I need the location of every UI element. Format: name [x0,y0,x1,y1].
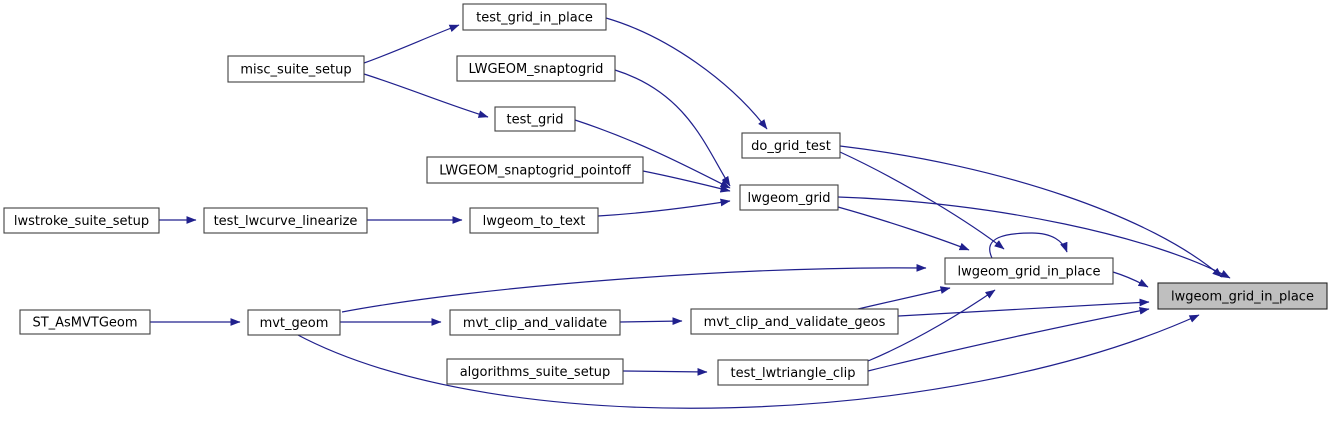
node-label: LWGEOM_snaptogrid_pointoff [439,164,631,179]
node-test_lwtriangle_clip[interactable]: test_lwtriangle_clip [717,359,869,386]
node-box[interactable] [717,359,869,386]
node-ST_AsMVTGeom[interactable]: ST_AsMVTGeom [19,309,151,335]
node-lwgeom_grid_in_place-current: lwgeom_grid_in_place [1157,282,1328,310]
node-box[interactable] [449,309,621,336]
node-label: mvt_clip_and_validate [463,316,607,331]
node-label: LWGEOM_snaptogrid [469,62,604,77]
edges-layer [150,17,1231,409]
edge-lg-to-lgip1 [837,206,970,251]
node-box[interactable] [494,106,576,132]
edge-tlc-to-lgip1 [867,289,996,362]
edge-tlc-to-lgip2 [867,306,1150,372]
edge-tgip-to-dgt [605,17,768,130]
node-box[interactable] [462,3,607,31]
edge-lg-to-lgip2 [837,196,1231,279]
node-box[interactable] [426,156,644,184]
edge-mg-to-lgip2 [295,314,1200,409]
node-label: lwgeom_grid_in_place [1171,290,1314,305]
node-box[interactable] [690,308,899,335]
node-label: test_grid_in_place [476,11,593,26]
edge-dgt-to-lgip1 [839,151,1005,250]
node-box[interactable] [227,55,365,83]
edge-mss-to-tg [363,73,489,118]
node-box[interactable] [446,358,624,385]
node-label: mvt_clip_and_validate_geos [704,315,886,330]
node-test_grid_in_place[interactable]: test_grid_in_place [462,3,607,31]
node-box[interactable] [469,207,599,234]
edge-tg-to-lg [574,119,731,189]
node-lwstroke_suite_setup[interactable]: lwstroke_suite_setup [3,207,160,234]
edge-self-loop-lgip1 [989,232,1068,259]
edge-mcvg-to-lgip2 [897,298,1150,317]
node-box[interactable] [3,207,160,234]
edge-mcvg-to-lgip1 [857,286,951,310]
edge-mg-to-lgip1 [341,263,927,313]
node-mvt_geom[interactable]: mvt_geom [247,309,341,336]
node-label: test_grid [507,113,564,128]
edge-ltt-to-lg [597,198,731,217]
node-box[interactable] [203,207,368,234]
node-LWGEOM_snaptogrid[interactable]: LWGEOM_snaptogrid [456,55,616,82]
node-label: ST_AsMVTGeom [32,316,137,331]
node-box[interactable] [247,309,341,336]
node-lwgeom_to_text[interactable]: lwgeom_to_text [469,207,599,234]
node-label: mvt_geom [260,316,329,331]
node-label: lwgeom_to_text [483,214,586,229]
edge-lsg-to-lg [614,69,731,187]
node-label: do_grid_test [751,139,831,154]
node-do_grid_test[interactable]: do_grid_test [741,132,841,159]
node-test_grid[interactable]: test_grid [494,106,576,132]
edge-lgip1-to-lgip2 [1112,271,1149,288]
edge-ass-to-tlc [622,367,708,376]
node-label: lwgeom_grid_in_place [958,265,1101,280]
node-box[interactable] [944,257,1114,285]
edge-dgt-to-lgip2 [839,145,1223,278]
node-LWGEOM_snaptogrid_pointoff[interactable]: LWGEOM_snaptogrid_pointoff [426,156,644,184]
node-lwgeom_grid_in_place[interactable]: lwgeom_grid_in_place [944,257,1114,285]
node-test_lwcurve_linearize[interactable]: test_lwcurve_linearize [203,207,368,234]
node-box[interactable] [739,184,839,211]
node-label: lwstroke_suite_setup [14,214,149,229]
node-misc_suite_setup[interactable]: misc_suite_setup [227,55,365,83]
node-algorithms_suite_setup[interactable]: algorithms_suite_setup [446,358,624,385]
node-label: misc_suite_setup [240,63,351,78]
node-label: algorithms_suite_setup [460,365,611,380]
node-label: test_lwcurve_linearize [214,214,358,229]
edge-lsgp-to-lg [642,170,731,193]
node-lwgeom_grid[interactable]: lwgeom_grid [739,184,839,211]
node-label: lwgeom_grid [747,191,830,206]
node-box [1157,282,1328,310]
edge-mcv-to-mcvg [619,317,683,326]
node-mvt_clip_and_validate_geos[interactable]: mvt_clip_and_validate_geos [690,308,899,335]
node-label: test_lwtriangle_clip [731,366,856,381]
edge-mss-to-tgip [363,24,460,64]
node-box[interactable] [456,55,616,82]
node-box[interactable] [19,309,151,335]
node-box[interactable] [741,132,841,159]
node-mvt_clip_and_validate[interactable]: mvt_clip_and_validate [449,309,621,336]
